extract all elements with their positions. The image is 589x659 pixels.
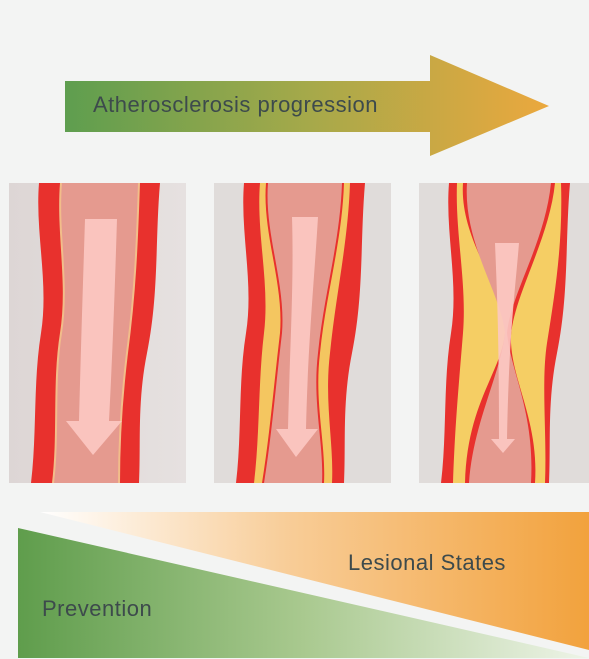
progression-arrow xyxy=(0,0,589,170)
lesional-states-label: Lesional States xyxy=(348,550,506,576)
prevention-label: Prevention xyxy=(42,596,152,622)
artery-panel-advanced xyxy=(419,183,589,483)
wedges xyxy=(0,500,589,659)
artery-panel-healthy xyxy=(9,183,186,483)
progression-label: Atherosclerosis progression xyxy=(93,92,378,118)
artery-panel-early xyxy=(214,183,391,483)
